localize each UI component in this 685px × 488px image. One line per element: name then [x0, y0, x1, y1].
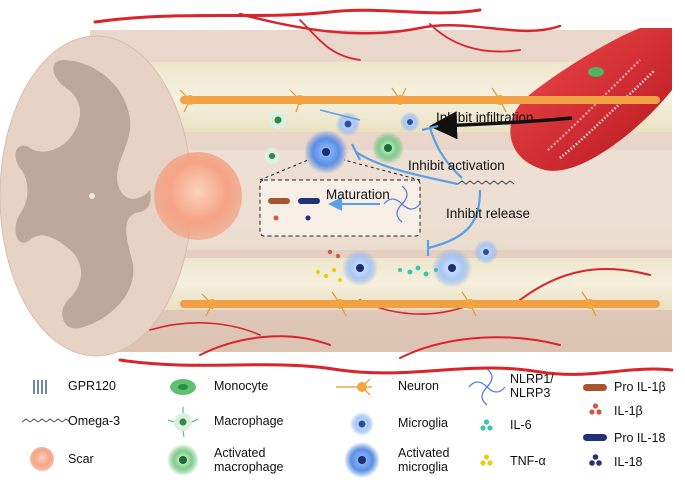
inhibit-activation-line	[351, 143, 459, 186]
maturation-box	[259, 179, 421, 237]
legend-neuron-label: Neuron	[398, 379, 439, 393]
tnfa-particles	[315, 267, 342, 282]
omega3-to-macrophage-arrow	[319, 109, 361, 121]
macrophage-cell	[269, 111, 287, 129]
gpr120-icon	[33, 380, 47, 394]
inhibit-release-line	[426, 189, 482, 256]
maturation-label: Maturation	[326, 187, 390, 202]
legend-il1b-label: IL-1β	[614, 404, 643, 418]
legend-pro-il1b-label: Pro IL-1β	[614, 380, 666, 394]
legend-monocyte-label: Monocyte	[214, 379, 269, 393]
nlrp-icon	[468, 368, 506, 406]
inhibit-release-label: Inhibit release	[446, 206, 531, 221]
activated-microglia-cell	[432, 248, 472, 288]
microglia-icon	[350, 412, 374, 436]
macrophage-icon	[167, 407, 199, 438]
macrophage-cell	[264, 148, 280, 164]
legend-il18-label: IL-18	[614, 455, 643, 469]
blood-vessels	[93, 8, 674, 376]
scar-icon	[30, 447, 54, 471]
il6-icon	[480, 419, 493, 431]
il18-icon	[589, 454, 602, 466]
legend-gpr120-label: GPR120	[68, 379, 116, 393]
maturation-link-line	[259, 159, 309, 181]
legend-tnfa-label: TNF-α	[510, 454, 546, 468]
inhibit-infiltration-label: Inhibit infiltration	[436, 110, 534, 125]
neuron-chain-bottom	[180, 291, 660, 317]
legend-scar-label: Scar	[68, 452, 94, 466]
neuron-chain-top	[179, 87, 660, 113]
legend-omega3-label: Omega-3	[68, 414, 121, 428]
il1b-icon	[589, 403, 602, 415]
inhibit-macrophage-line	[421, 124, 463, 179]
legend-activated-microglia-label: Activated microglia	[398, 446, 450, 474]
pro-il1b-icon	[583, 384, 607, 391]
scar-lesion	[154, 152, 242, 240]
activated-microglia-cell	[304, 130, 348, 174]
legend-activated-macrophage-label: Activated macrophage	[214, 446, 284, 474]
tnfa-icon	[480, 454, 493, 466]
omega3-molecule	[457, 180, 515, 185]
inhibit-infiltration-arrow	[429, 111, 573, 140]
microglia-cell	[474, 240, 498, 264]
microglia-cell	[400, 112, 420, 132]
omega3-icon	[21, 418, 71, 423]
legend	[21, 368, 607, 478]
pro-il18-icon	[583, 434, 607, 441]
legend-pro-il18-label: Pro IL-18	[614, 431, 666, 445]
legend-macrophage-label: Macrophage	[214, 414, 284, 428]
activated-microglia-cell	[342, 250, 378, 286]
maturation-link-line	[343, 159, 421, 181]
activated-macrophage-icon	[167, 444, 199, 476]
inhibit-activation-label: Inhibit activation	[408, 158, 505, 173]
legend-microglia-label: Microglia	[398, 416, 449, 430]
neuron-icon	[336, 378, 372, 396]
legend-nlrp-label: NLRP1/ NLRP3	[510, 372, 554, 400]
il1b-particles	[327, 249, 341, 259]
il6-particles	[398, 265, 438, 277]
monocyte-icon	[170, 379, 196, 395]
legend-il6-label: IL-6	[510, 418, 532, 432]
activated-microglia-icon	[344, 442, 380, 478]
activated-macrophage-cell	[372, 132, 404, 164]
